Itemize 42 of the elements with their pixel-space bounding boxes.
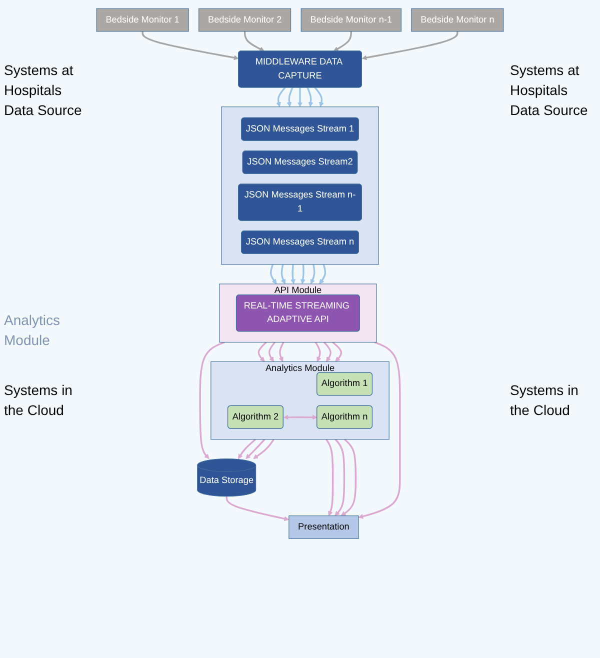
node-box: Bedside Monitor n-1: [300, 8, 402, 32]
node-box: Bedside Monitor 1: [96, 8, 189, 32]
section-label: Systems at Hospitals Data Source: [4, 61, 83, 120]
arrow: [314, 86, 324, 108]
arrow: [270, 264, 277, 284]
section-label: Systems at Hospitals Data Source: [510, 61, 589, 120]
arrow: [314, 342, 322, 362]
arrow: [278, 342, 284, 362]
arrow: [253, 438, 274, 460]
arrow: [244, 31, 264, 52]
arrow: [319, 264, 326, 284]
arrow: [283, 414, 318, 420]
arrow: [326, 438, 334, 516]
arrow: [290, 264, 296, 284]
node-box: Bedside Monitor n: [411, 8, 504, 32]
arrow: [362, 31, 458, 60]
arrow: [297, 87, 303, 108]
arrow: [246, 438, 266, 460]
arrow: [286, 87, 294, 108]
arrow: [300, 264, 306, 284]
arrow: [199, 341, 225, 460]
arrow: [306, 87, 314, 108]
node-box: Presentation: [288, 516, 359, 539]
section-label: Systems in the Cloud: [4, 381, 74, 420]
faint-label: Analytics Module: [4, 311, 62, 350]
arrow: [226, 496, 290, 522]
arrow: [310, 264, 316, 284]
arrow: [276, 86, 286, 108]
arrow: [358, 341, 401, 519]
cluster: [221, 106, 379, 265]
arrow: [268, 342, 276, 362]
arrow: [340, 438, 357, 516]
arrow: [333, 31, 352, 52]
arrow: [334, 438, 346, 516]
arrow: [280, 264, 286, 284]
node-box: Bedside Monitor 2: [198, 8, 292, 32]
arrow: [238, 438, 256, 460]
arrow: [142, 31, 239, 60]
section-label: Systems in the Cloud: [510, 381, 580, 420]
arrow: [323, 342, 332, 362]
arrow: [332, 342, 342, 362]
arrow: [258, 342, 267, 362]
